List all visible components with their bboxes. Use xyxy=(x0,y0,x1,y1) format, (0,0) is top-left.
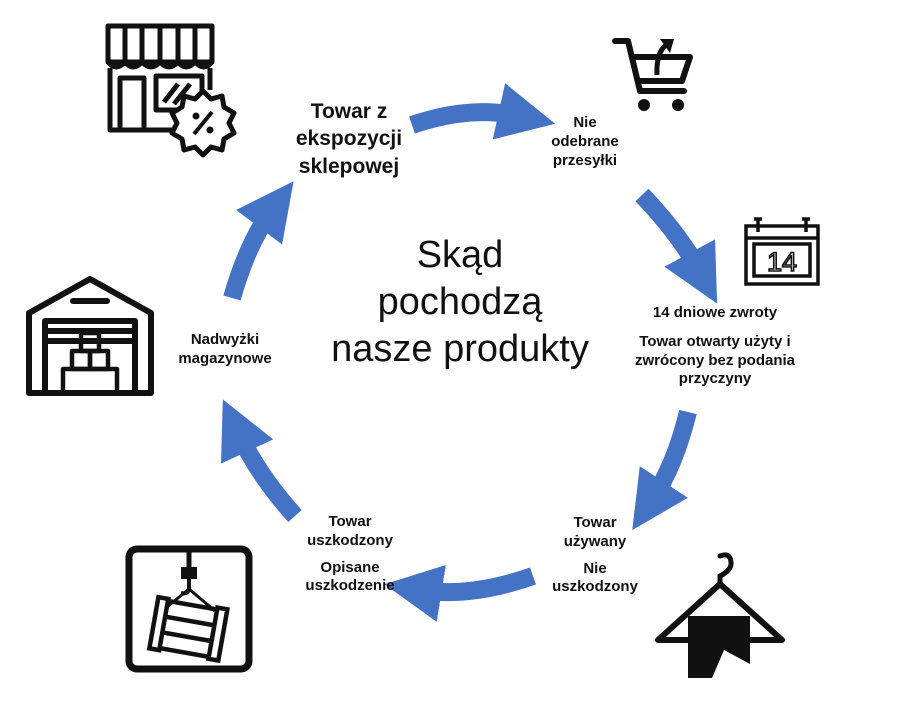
returns-heading: 14 dniowe zwroty xyxy=(652,304,778,321)
node-surplus-label: Nadwyżki magazynowe xyxy=(160,331,290,369)
cart-return-icon xyxy=(612,38,693,111)
used-line-2: używany xyxy=(563,532,627,550)
surplus-line-2: magazynowe xyxy=(178,349,272,367)
damaged-sub-1: Opisane xyxy=(320,558,380,576)
damaged-line-1: Towar xyxy=(328,513,372,530)
unreceived-line-3: przesyłki xyxy=(552,151,618,169)
arrow-damaged-to-surplus xyxy=(221,399,302,523)
title-line-2: pochodzą xyxy=(377,281,543,324)
damaged-line-2: uszkodzony xyxy=(307,531,393,549)
returns-line-3: przyczyny xyxy=(678,370,752,388)
returns-line-2: zwrócony bez podania xyxy=(634,351,796,369)
surplus-line-1: Nadwyżki xyxy=(190,331,260,348)
damaged-sub-2: uszkodzenie xyxy=(305,577,395,595)
crane-crate-icon xyxy=(125,545,253,673)
calendar-number: 14 xyxy=(767,247,797,277)
arrow-returns-to-used xyxy=(632,409,697,531)
store-line-2: ekspozycji xyxy=(295,127,403,151)
node-unreceived-label: Nie odebrane przesyłki xyxy=(535,114,635,170)
title-line-1: Skąd xyxy=(416,234,504,276)
node-damaged-label: Towar uszkodzony Opisane uszkodzenie xyxy=(290,513,410,596)
shop-sale-icon xyxy=(105,23,237,158)
unreceived-line-1: Nie xyxy=(573,114,597,131)
used-sub-1: Nie xyxy=(583,559,607,577)
arrow-unreceived-to-returns xyxy=(635,188,718,304)
unreceived-line-2: odebrane xyxy=(551,132,619,150)
store-line-3: sklepowej xyxy=(298,154,400,178)
title-line-3: nasze produkty xyxy=(331,328,589,371)
arrow-store-to-unreceived xyxy=(409,83,556,140)
calendar-14-icon: 14 xyxy=(744,217,820,286)
arrow-surplus-to-store xyxy=(223,181,294,301)
node-returns-label: 14 dniowe zwroty Towar otwarty użyty i z… xyxy=(600,304,830,389)
node-store-label: Towar z ekspozycji sklepowej xyxy=(274,98,424,180)
warehouse-icon xyxy=(26,276,154,396)
used-sub-2: uszkodzony xyxy=(552,578,638,596)
used-line-1: Towar xyxy=(573,514,617,531)
store-line-1: Towar z xyxy=(310,100,388,123)
returns-line-1: Towar otwarty użyty i xyxy=(639,332,791,350)
hanger-cloth-icon xyxy=(655,552,785,678)
node-used-label: Towar używany Nie uszkodzony xyxy=(540,514,650,597)
arrow-used-to-damaged xyxy=(384,564,536,622)
diagram-title: Skąd pochodzą nasze produkty xyxy=(300,232,620,373)
